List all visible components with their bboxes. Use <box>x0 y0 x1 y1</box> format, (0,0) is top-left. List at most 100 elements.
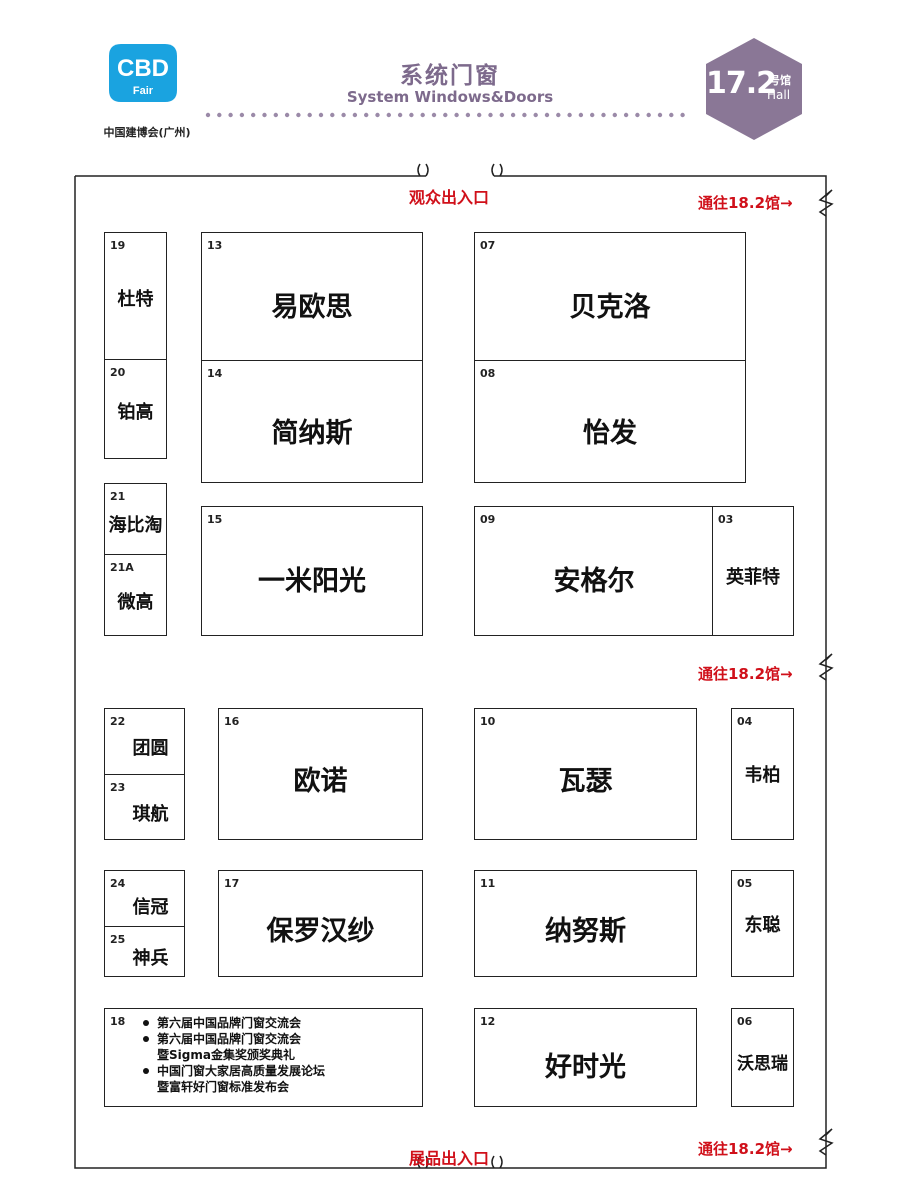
booth-13[interactable]: 13 易欧思 <box>201 232 423 362</box>
divider-dot <box>578 112 584 118</box>
divider-dot <box>284 112 290 118</box>
booth-number: 04 <box>737 715 753 728</box>
divider-dot <box>431 112 437 118</box>
booth-12[interactable]: 12 好时光 <box>474 1008 697 1107</box>
booth-number: 14 <box>207 367 223 380</box>
divider-dot <box>375 112 380 118</box>
divider-dot <box>307 112 312 118</box>
divider-dot <box>522 112 527 118</box>
divider-dot <box>386 112 391 118</box>
divider-dot <box>612 112 617 118</box>
booth-number: 07 <box>480 239 496 252</box>
hall-number: 17.2 <box>706 66 777 101</box>
booth-name: 微高 <box>117 592 154 613</box>
booth-17[interactable]: 17 保罗汉纱 <box>218 870 423 977</box>
booth-21[interactable]: 21 海比淘 <box>104 483 167 555</box>
booth-number: 16 <box>224 715 240 728</box>
svg-text:CBD: CBD <box>117 55 169 82</box>
cbd-fair-logo: CBD Fair <box>109 44 177 102</box>
booth-22[interactable]: 22 团圆 <box>104 708 185 775</box>
divider-dot <box>443 112 448 118</box>
event-list: 第六届中国品牌门窗交流会 第六届中国品牌门窗交流会 暨Sigma金集奖颁奖典礼 … <box>139 1015 325 1095</box>
booth-number: 06 <box>737 1015 753 1028</box>
booth-07[interactable]: 07 贝克洛 <box>474 232 746 362</box>
booth-number: 12 <box>480 1015 496 1028</box>
divider-dot <box>454 112 459 118</box>
booth-name: 瓦瑟 <box>558 766 613 797</box>
divider-dot <box>352 112 358 118</box>
divider-dot <box>590 112 595 118</box>
booth-10[interactable]: 10 瓦瑟 <box>474 708 697 840</box>
booth-18[interactable]: 18 第六届中国品牌门窗交流会 第六届中国品牌门窗交流会 暨Sigma金集奖颁奖… <box>104 1008 423 1107</box>
divider-dot <box>477 112 482 118</box>
booth-name: 信冠 <box>132 897 169 918</box>
page-title: 系统门窗 <box>400 63 500 89</box>
booth-21a[interactable]: 21A 微高 <box>104 554 167 636</box>
booth-number: 22 <box>110 715 126 728</box>
booth-23[interactable]: 23 琪航 <box>104 774 185 840</box>
booth-number: 24 <box>110 877 126 890</box>
divider-dot <box>680 112 685 118</box>
divider-dot <box>262 112 267 118</box>
event-item: 第六届中国品牌门窗交流会 暨Sigma金集奖颁奖典礼 <box>139 1031 325 1063</box>
booth-number: 10 <box>480 715 496 728</box>
divider-dot <box>669 112 674 118</box>
divider-dot <box>657 112 663 118</box>
booth-name: 琪航 <box>132 804 169 825</box>
divider-dot <box>205 112 211 118</box>
booth-number: 15 <box>207 513 223 526</box>
event-item: 中国门窗大家居高质量发展论坛 暨富轩好门窗标准发布会 <box>139 1063 325 1095</box>
booth-number: 09 <box>480 513 496 526</box>
booth-number: 18 <box>110 1015 126 1028</box>
divider-dot <box>364 112 369 118</box>
divider-dot <box>239 112 245 118</box>
booth-11[interactable]: 11 纳努斯 <box>474 870 697 977</box>
hall-label-en: Hall <box>767 88 791 102</box>
booth-name: 神兵 <box>132 948 169 969</box>
svg-text:Fair: Fair <box>133 85 154 97</box>
divider-dot <box>217 112 222 118</box>
booth-number: 23 <box>110 781 126 794</box>
divider-dot <box>420 112 425 118</box>
divider-dot <box>228 112 233 118</box>
booth-number: 17 <box>224 877 240 890</box>
divider-dot <box>330 112 335 118</box>
booth-05[interactable]: 05 东聪 <box>731 870 794 977</box>
booth-name: 英菲特 <box>726 567 780 588</box>
hall-badge <box>706 38 802 140</box>
booth-name: 杜特 <box>117 289 154 310</box>
booth-16[interactable]: 16 欧诺 <box>218 708 423 840</box>
booth-19[interactable]: 19 杜特 <box>104 232 167 360</box>
divider-dot <box>544 112 550 118</box>
divider-dot <box>488 112 493 118</box>
booth-09[interactable]: 09 安格尔 <box>474 506 714 636</box>
booth-06[interactable]: 06 沃思瑞 <box>731 1008 794 1107</box>
booth-name: 一米阳光 <box>258 566 366 597</box>
booth-name: 保罗汉纱 <box>266 916 375 947</box>
booth-20[interactable]: 20 铂高 <box>104 359 167 459</box>
booth-14[interactable]: 14 简纳斯 <box>201 360 423 483</box>
exhibits-entrance-label: 展品出入口 <box>409 1149 490 1168</box>
to-hall-18-2-label-top: 通往18.2馆→ <box>698 194 793 212</box>
divider-dot <box>397 112 403 118</box>
divider-dot <box>296 112 301 118</box>
booth-number: 19 <box>110 239 126 252</box>
booth-04[interactable]: 04 韦柏 <box>731 708 794 840</box>
divider-dot <box>465 112 471 118</box>
divider-dot <box>273 112 278 118</box>
booth-name: 团圆 <box>132 738 169 759</box>
booth-name: 易欧思 <box>271 292 353 323</box>
divider-dot <box>409 112 414 118</box>
divider-dot <box>623 112 629 118</box>
booth-number: 03 <box>718 513 734 526</box>
booth-number: 21 <box>110 490 126 503</box>
booth-08[interactable]: 08 怡发 <box>474 360 746 483</box>
divider-dot <box>635 112 640 118</box>
booth-03[interactable]: 03 英菲特 <box>712 506 794 636</box>
booth-15[interactable]: 15 一米阳光 <box>201 506 423 636</box>
divider-dot <box>601 112 606 118</box>
booth-24[interactable]: 24 信冠 <box>104 870 185 927</box>
booth-25[interactable]: 25 神兵 <box>104 926 185 977</box>
divider-dot <box>533 112 538 118</box>
booth-name: 海比淘 <box>108 515 163 536</box>
